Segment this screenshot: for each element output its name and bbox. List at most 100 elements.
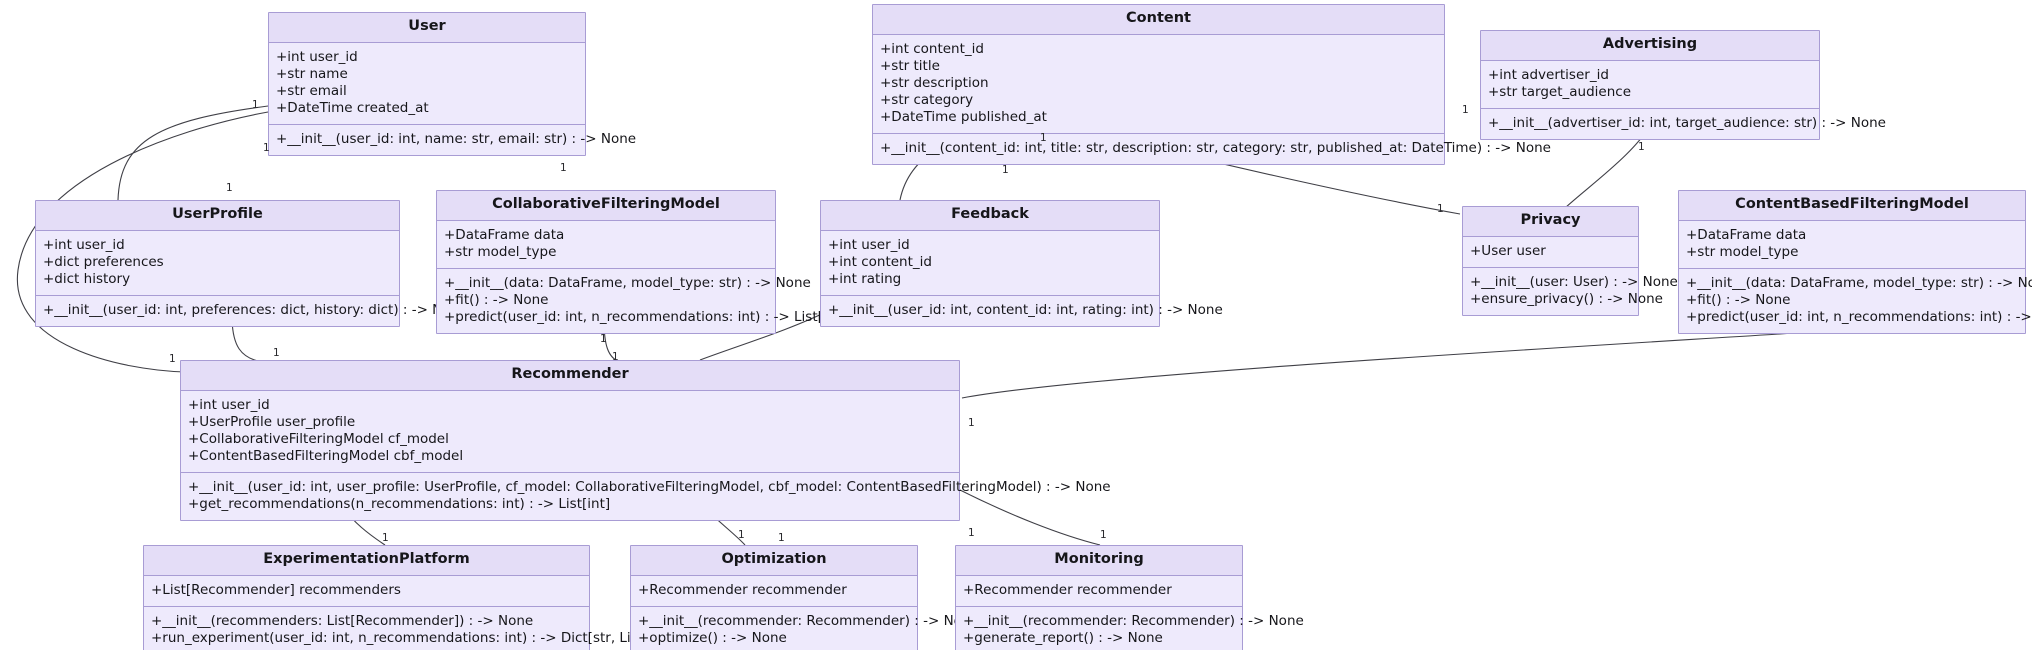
attribute-line: +DataFrame data	[1686, 226, 1807, 243]
methods-compartment-feedback: +__init__(user_id: int, content_id: int,…	[821, 296, 1223, 326]
attribute-line: +Recommender recommender	[963, 581, 1172, 598]
multiplicity-label: 1	[968, 527, 975, 539]
multiplicity-label: 1	[738, 529, 745, 541]
uml-class-experimentationplatform[interactable]: ExperimentationPlatform +List[Recommender…	[143, 545, 677, 650]
method-line: +fit() : -> None	[1686, 291, 1791, 308]
uml-class-privacy[interactable]: Privacy +User user +__init__(user: User) :…	[1462, 206, 1678, 316]
attributes-compartment-monitoring: +Recommender recommender	[956, 576, 1242, 607]
attributes-compartment-userprofile: +int user_id+dict preferences+dict histo…	[36, 231, 399, 296]
methods-compartment-user: +__init__(user_id: int, name: str, email…	[269, 125, 637, 155]
method-line: +__init__(user_id: int, name: str, email…	[276, 130, 637, 147]
uml-class-optimization[interactable]: Optimization +Recommender recommender +__i…	[630, 545, 979, 650]
multiplicity-label: 1	[1437, 203, 1444, 215]
attributes-compartment-privacy: +User user	[1463, 237, 1638, 268]
attributes-compartment-recommender: +int user_id+UserProfile user_profile +Co…	[181, 391, 959, 473]
multiplicity-label: 1	[226, 182, 233, 194]
attribute-line: +List[Recommender] recommenders	[151, 581, 401, 598]
multiplicity-label: 1	[252, 99, 259, 111]
method-line: +generate_report() : -> None	[963, 629, 1163, 646]
methods-compartment-cbfmodel: +__init__(data: DataFrame, model_type: s…	[1679, 269, 2032, 333]
methods-compartment-cfmodel: +__init__(data: DataFrame, model_type: s…	[437, 269, 846, 333]
attribute-line: +str name	[276, 65, 348, 82]
multiplicity-label: 1	[968, 417, 975, 429]
attribute-line: +str model_type	[444, 243, 557, 260]
class-name-advertising: Advertising	[1481, 31, 1819, 61]
association-edge-recommender-monitoring	[959, 489, 1101, 546]
uml-class-userprofile[interactable]: UserProfile+int user_id+dict preferences…	[35, 200, 468, 327]
attribute-line: +int user_id	[828, 236, 910, 253]
uml-class-recommender[interactable]: Recommender+int user_id+UserProfile user…	[180, 360, 1111, 521]
method-line: +run_experiment(user_id: int, n_recommen…	[151, 629, 677, 646]
multiplicity-label: 1	[1462, 104, 1469, 116]
attribute-line: +str title	[880, 57, 940, 74]
method-line: +__init__(advertiser_id: int, target_aud…	[1488, 114, 1886, 131]
method-line: +get_recommendations(n_recommendations: …	[188, 495, 611, 512]
attribute-line: +dict preferences	[43, 253, 164, 270]
attribute-line: +ContentBasedFilteringModel cbf_model	[188, 447, 464, 464]
attribute-line: +int content_id	[828, 253, 932, 270]
multiplicity-label: 1	[600, 333, 607, 345]
multiplicity-label: 1	[1638, 141, 1645, 153]
class-name-user: User	[269, 13, 585, 43]
method-line: +ensure_privacy() : -> None	[1470, 290, 1663, 307]
attribute-line: +User user	[1470, 242, 1546, 259]
class-name-privacy: Privacy	[1463, 207, 1638, 237]
method-line: +predict(user_id: int, n_recommendations…	[1686, 308, 2032, 325]
attribute-line: +str model_type	[1686, 243, 1799, 260]
attributes-compartment-content: +int content_id+str title+str descriptio…	[873, 35, 1444, 134]
attribute-line: +str category	[880, 91, 974, 108]
multiplicity-label: 1	[273, 347, 280, 359]
attributes-compartment-cfmodel: +DataFrame data+str model_type	[437, 221, 775, 269]
attribute-line: +DateTime published_at	[880, 108, 1047, 125]
multiplicity-label: 1	[612, 351, 619, 363]
attributes-compartment-cbfmodel: +DataFrame data+str model_type	[1679, 221, 2025, 269]
attribute-line: +Recommender recommender	[638, 581, 847, 598]
class-name-optimization: Optimization	[631, 546, 917, 576]
attributes-compartment-advertising: +int advertiser_id+str target_audience	[1481, 61, 1819, 109]
methods-compartment-advertising: +__init__(advertiser_id: int, target_aud…	[1481, 109, 1886, 139]
class-name-userprofile: UserProfile	[36, 201, 399, 231]
attribute-line: +int user_id	[188, 396, 270, 413]
method-line: +__init__(user: User) : -> None	[1470, 273, 1678, 290]
method-line: +__init__(recommender: Recommender) : ->…	[638, 612, 979, 629]
methods-compartment-content: +__init__(content_id: int, title: str, d…	[873, 134, 1551, 164]
methods-compartment-optimization: +__init__(recommender: Recommender) : ->…	[631, 607, 979, 650]
class-name-experimentationplatform: ExperimentationPlatform	[144, 546, 589, 576]
attribute-line: +UserProfile user_profile	[188, 413, 356, 430]
uml-class-feedback[interactable]: Feedback+int user_id+int content_id+int …	[820, 200, 1223, 327]
method-line: +__init__(content_id: int, title: str, d…	[880, 139, 1551, 156]
method-line: +__init__(user_id: int, content_id: int,…	[828, 301, 1223, 318]
class-name-feedback: Feedback	[821, 201, 1159, 231]
multiplicity-label: 1	[1100, 529, 1107, 541]
attribute-line: +str description	[880, 74, 989, 91]
multiplicity-label: 1	[263, 142, 270, 154]
attributes-compartment-experimentationplatform: +List[Recommender] recommenders	[144, 576, 589, 607]
uml-class-cfmodel[interactable]: CollaborativeFilteringModel+DataFrame da…	[436, 190, 846, 334]
uml-class-user[interactable]: User+int user_id+str name+str email+Date…	[268, 12, 637, 156]
method-line: +__init__(user_id: int, preferences: dic…	[43, 301, 468, 318]
class-name-content: Content	[873, 5, 1444, 35]
class-name-cbfmodel: ContentBasedFilteringModel	[1679, 191, 2025, 221]
uml-class-cbfmodel[interactable]: ContentBasedFilteringModel+DataFrame dat…	[1678, 190, 2032, 334]
method-line: +predict(user_id: int, n_recommendations…	[444, 308, 846, 325]
method-line: +__init__(recommender: Recommender) : ->…	[963, 612, 1304, 629]
attribute-line: +DataFrame data	[444, 226, 565, 243]
method-line: +__init__(recommenders: List[Recommender…	[151, 612, 534, 629]
multiplicity-label: 1	[169, 353, 176, 365]
methods-compartment-experimentationplatform: +__init__(recommenders: List[Recommender…	[144, 607, 677, 650]
method-line: +__init__(data: DataFrame, model_type: s…	[444, 274, 811, 291]
uml-class-monitoring[interactable]: Monitoring +Recommender recommender +__ini…	[955, 545, 1304, 650]
class-name-monitoring: Monitoring	[956, 546, 1242, 576]
attributes-compartment-feedback: +int user_id+int content_id+int rating	[821, 231, 1159, 296]
uml-class-advertising[interactable]: Advertising+int advertiser_id+str target…	[1480, 30, 1886, 140]
attribute-line: +str email	[276, 82, 347, 99]
multiplicity-label: 1	[1002, 164, 1009, 176]
methods-compartment-privacy: +__init__(user: User) : -> None+ensure_p…	[1463, 268, 1678, 315]
method-line: +fit() : -> None	[444, 291, 549, 308]
attribute-line: +dict history	[43, 270, 131, 287]
attribute-line: +int content_id	[880, 40, 984, 57]
association-edge-cbfmodel-recommender	[961, 329, 1841, 399]
uml-class-content[interactable]: Content+int content_id+str title+str des…	[872, 4, 1551, 165]
attribute-line: +str target_audience	[1488, 83, 1632, 100]
